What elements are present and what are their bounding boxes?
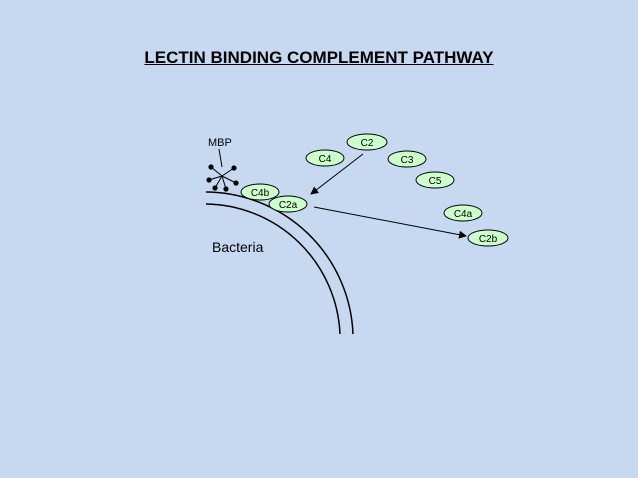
component-c4b: C4b (240, 183, 280, 201)
component-c5: C5 (415, 171, 455, 189)
component-c4: C4 (305, 149, 345, 167)
mbp-label: MBP (208, 137, 232, 149)
component-c2-label: C2 (361, 138, 374, 149)
component-c3: C3 (387, 150, 427, 168)
component-c4-label: C4 (319, 154, 332, 165)
component-c4a-label: C4a (454, 209, 473, 220)
page-title: LECTIN BINDING COMPLEMENT PATHWAY (144, 48, 494, 67)
bacteria-membrane-outer (205, 191, 354, 335)
mbp-leader-line (218, 148, 223, 168)
component-c2b-label: C2b (479, 234, 498, 245)
component-c2b: C2b (467, 229, 509, 247)
mbp-molecule-icon (206, 164, 239, 192)
component-c4a: C4a (443, 204, 483, 222)
component-c2a-label: C2a (279, 200, 298, 211)
component-c3-label: C3 (401, 155, 414, 166)
bacteria-label: Bacteria (212, 239, 264, 255)
component-c2: C2 (346, 133, 388, 151)
bacteria-membrane-inner (205, 203, 341, 335)
component-c4b-label: C4b (251, 188, 270, 199)
component-c5-label: C5 (429, 176, 442, 187)
arrow-c2-to-c2a (310, 153, 364, 195)
arrow-c2a-to-c2b (313, 206, 467, 239)
component-c2a: C2a (268, 195, 308, 213)
